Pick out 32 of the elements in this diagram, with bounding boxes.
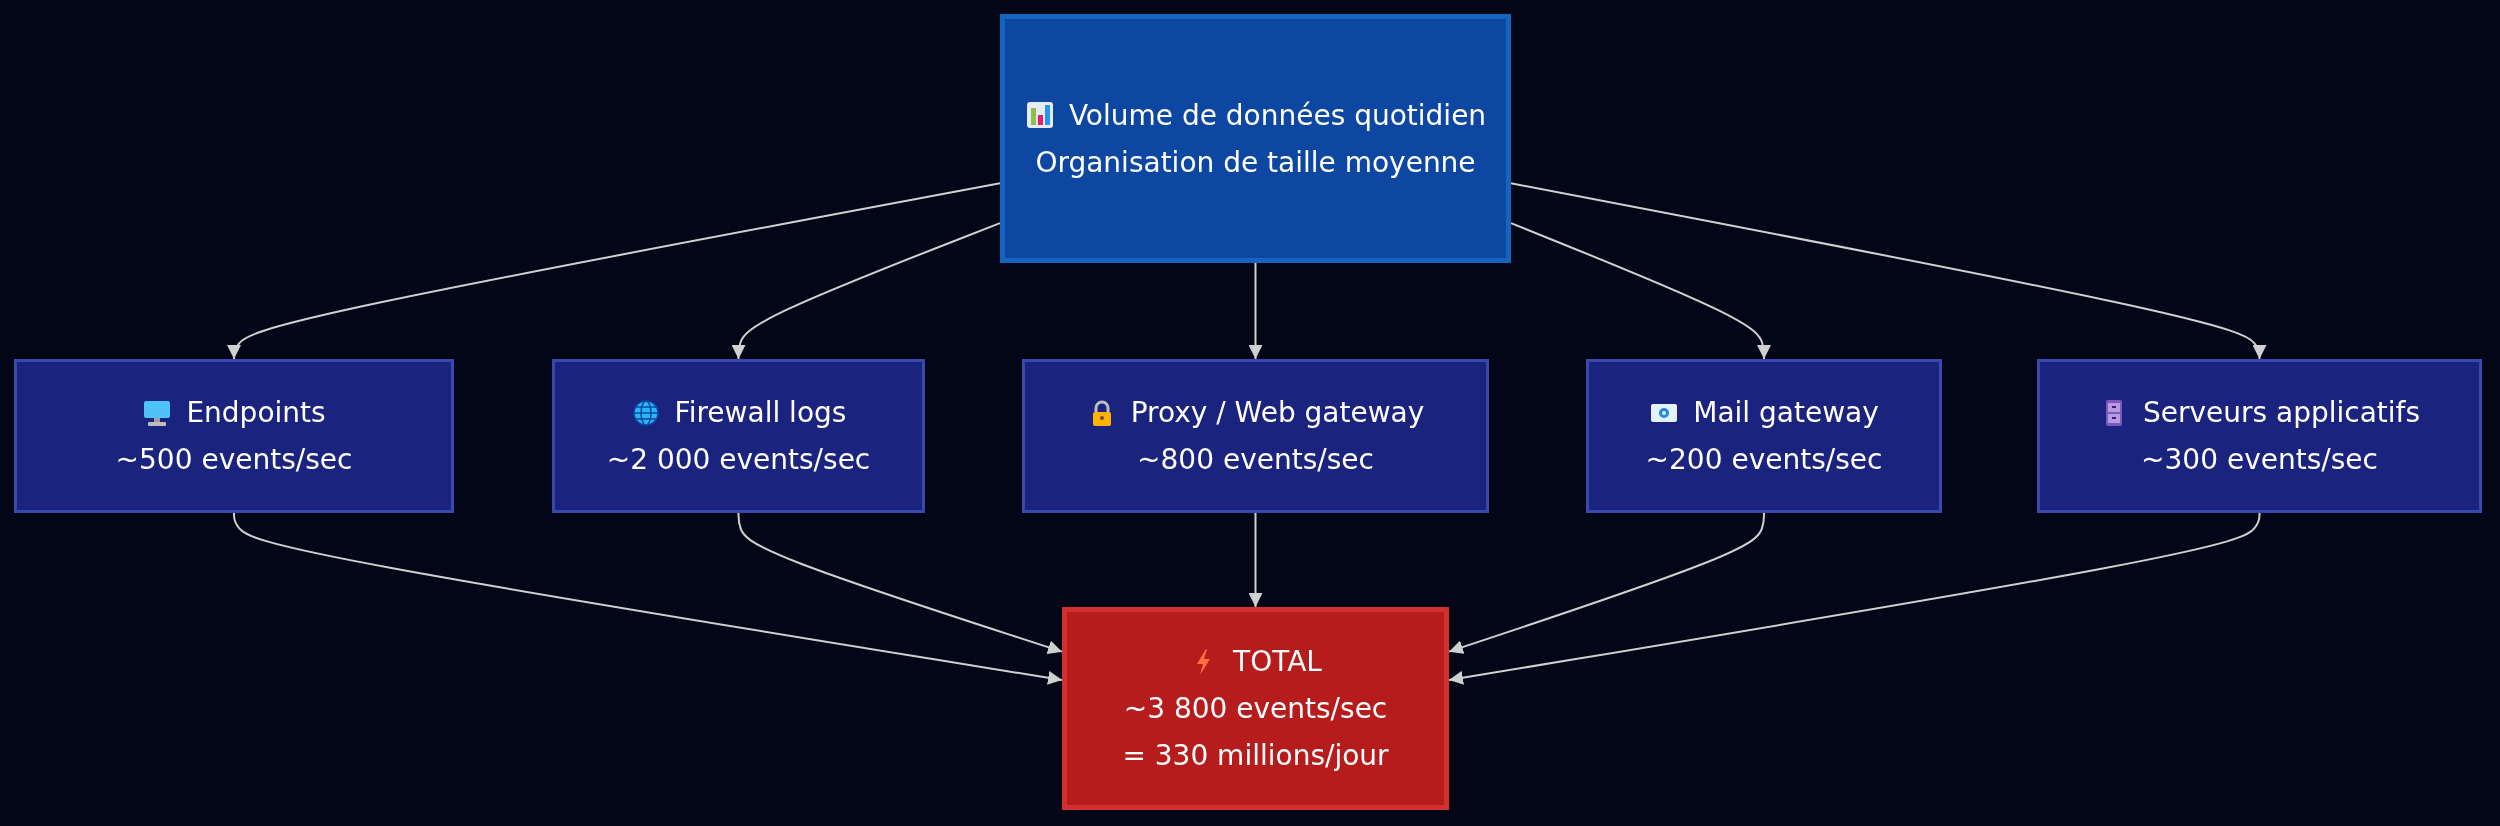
node-text: ~300 events/sec [2141, 442, 2378, 478]
node-text: ~200 events/sec [1645, 442, 1883, 478]
source-box [1022, 359, 1489, 513]
source-box [14, 359, 454, 513]
node-text: = 330 millions/jour [1122, 738, 1389, 774]
node-title: Mail gateway [1693, 395, 1879, 431]
node-text: ~2 000 events/sec [606, 442, 871, 478]
arrow [233, 512, 1063, 685]
arrow [227, 182, 1001, 360]
node-title: TOTAL [1233, 644, 1322, 680]
node-text: ~800 events/sec [1137, 442, 1374, 478]
arrow [737, 512, 1063, 654]
arrow [1510, 222, 1771, 360]
summary-box [1000, 14, 1511, 263]
node-text: ~3 800 events/sec [1123, 691, 1388, 727]
node-text: ~500 events/sec [115, 442, 353, 478]
arrow [1448, 512, 1765, 654]
node-title: Endpoints [186, 395, 326, 431]
arrow [1248, 262, 1263, 360]
total-box [1062, 607, 1449, 810]
arrow [1510, 182, 2267, 360]
node-title: Firewall logs [674, 395, 847, 431]
arrow [1448, 512, 2261, 685]
source-box [552, 359, 925, 513]
source-box [1586, 359, 1942, 513]
node-title: Volume de données quotidien [1068, 97, 1487, 134]
source-box [2037, 359, 2482, 513]
arrow [1248, 512, 1263, 608]
node-text: Organisation de taille moyenne [1035, 144, 1476, 181]
node-title: Proxy / Web gateway [1130, 395, 1425, 431]
arrow [731, 222, 1001, 360]
node-title: Serveurs applicatifs [2142, 395, 2421, 431]
